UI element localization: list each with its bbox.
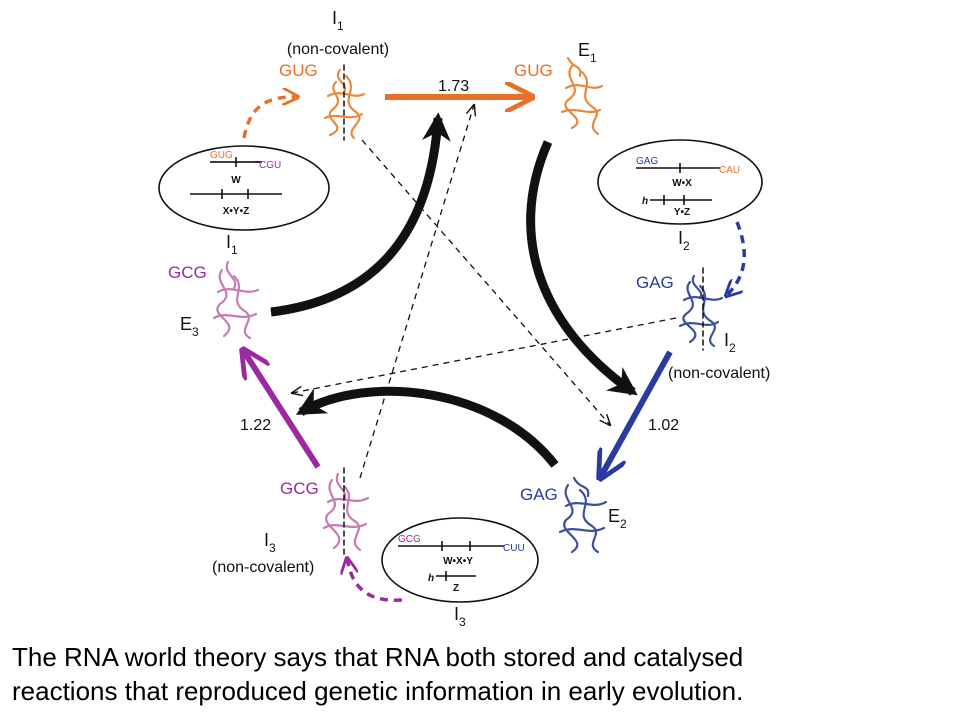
- ribozyme-structures: [212, 56, 724, 557]
- black-arrow-e1-to-e2: [526, 140, 638, 396]
- complex-box-1: GUG CGU W X•Y•Z: [158, 145, 330, 231]
- node-i1-name: I1: [332, 8, 344, 33]
- ribozyme-e1-icon: [560, 56, 604, 136]
- box1-mid: W: [231, 175, 241, 186]
- node-e1-seq: GUG: [514, 61, 553, 80]
- box1-seq-left: GUG: [210, 150, 233, 161]
- box2-label: I2: [678, 228, 690, 253]
- box2-mid: W•X: [672, 178, 692, 189]
- black-arrow-e2-to-e3: [295, 386, 559, 468]
- node-e2-seq: GAG: [520, 485, 558, 504]
- blue-dashed-arrow: [726, 221, 746, 296]
- box3-h: h: [428, 573, 434, 584]
- node-i2-seq: GAG: [636, 273, 674, 292]
- blue-arrow-i2-to-e2: [600, 350, 673, 478]
- rate-1: 1.73: [438, 78, 469, 95]
- node-i2-note: (non-covalent): [668, 365, 770, 382]
- box1-seq-right: CGU: [259, 160, 281, 171]
- node-e1-name: E1: [578, 40, 597, 65]
- box2-seq-right: CAU: [719, 165, 740, 176]
- ribozyme-e3-icon: [212, 260, 260, 340]
- node-i2-name: I2: [724, 330, 736, 355]
- caption: The RNA world theory says that RNA both …: [12, 640, 952, 708]
- purple-arrow-i3-to-e3: [243, 350, 321, 469]
- box3-seq-left: GCG: [398, 534, 421, 545]
- box2-seq-left: GAG: [636, 156, 658, 167]
- box3-label: I3: [454, 604, 466, 629]
- node-i3-name: I3: [264, 530, 276, 555]
- dashed-link-i3-to-e1: [359, 105, 474, 479]
- ribozyme-e2-icon: [558, 476, 608, 554]
- rate-2: 1.02: [648, 417, 679, 434]
- node-i1-seq: GUG: [279, 61, 318, 80]
- rate-3: 1.22: [240, 417, 271, 434]
- box1-label: I1: [226, 232, 238, 257]
- complex-box-3: GCG CUU W•X•Y h Z: [381, 517, 539, 603]
- box1-bottom: X•Y•Z: [223, 206, 249, 217]
- complex-box-2: GAG CAU W•X h Y•Z: [597, 139, 763, 225]
- caption-line-1: The RNA world theory says that RNA both …: [12, 642, 744, 672]
- box3-mid: W•X•Y: [443, 556, 473, 567]
- node-e3-name: E3: [180, 314, 199, 339]
- node-e3-seq: GCG: [168, 263, 207, 282]
- ribozyme-i2-icon: [678, 267, 724, 351]
- node-i3-seq: GCG: [280, 479, 319, 498]
- box2-bottom: Y•Z: [674, 207, 690, 218]
- ribozyme-i1-icon: [323, 64, 366, 141]
- caption-line-2: reactions that reproduced genetic inform…: [12, 676, 744, 706]
- box3-seq-right: CUU: [503, 543, 525, 554]
- dashed-link-i1-to-e2: [361, 139, 610, 425]
- box3-bottom: Z: [453, 583, 459, 594]
- reaction-arrows: [243, 97, 673, 478]
- node-e2-name: E2: [608, 506, 627, 531]
- box2-h: h: [642, 196, 648, 207]
- orange-dashed-arrow: [242, 97, 298, 139]
- ribozyme-i3-icon: [322, 467, 370, 557]
- box-dashed-arrows: [242, 97, 746, 602]
- black-arrow-e3-to-e1: [270, 112, 451, 317]
- catalysis-arrows: [270, 112, 638, 468]
- node-i3-note: (non-covalent): [212, 559, 314, 576]
- dashed-cross-links: [292, 105, 677, 479]
- node-i1-note: (non-covalent): [287, 41, 389, 58]
